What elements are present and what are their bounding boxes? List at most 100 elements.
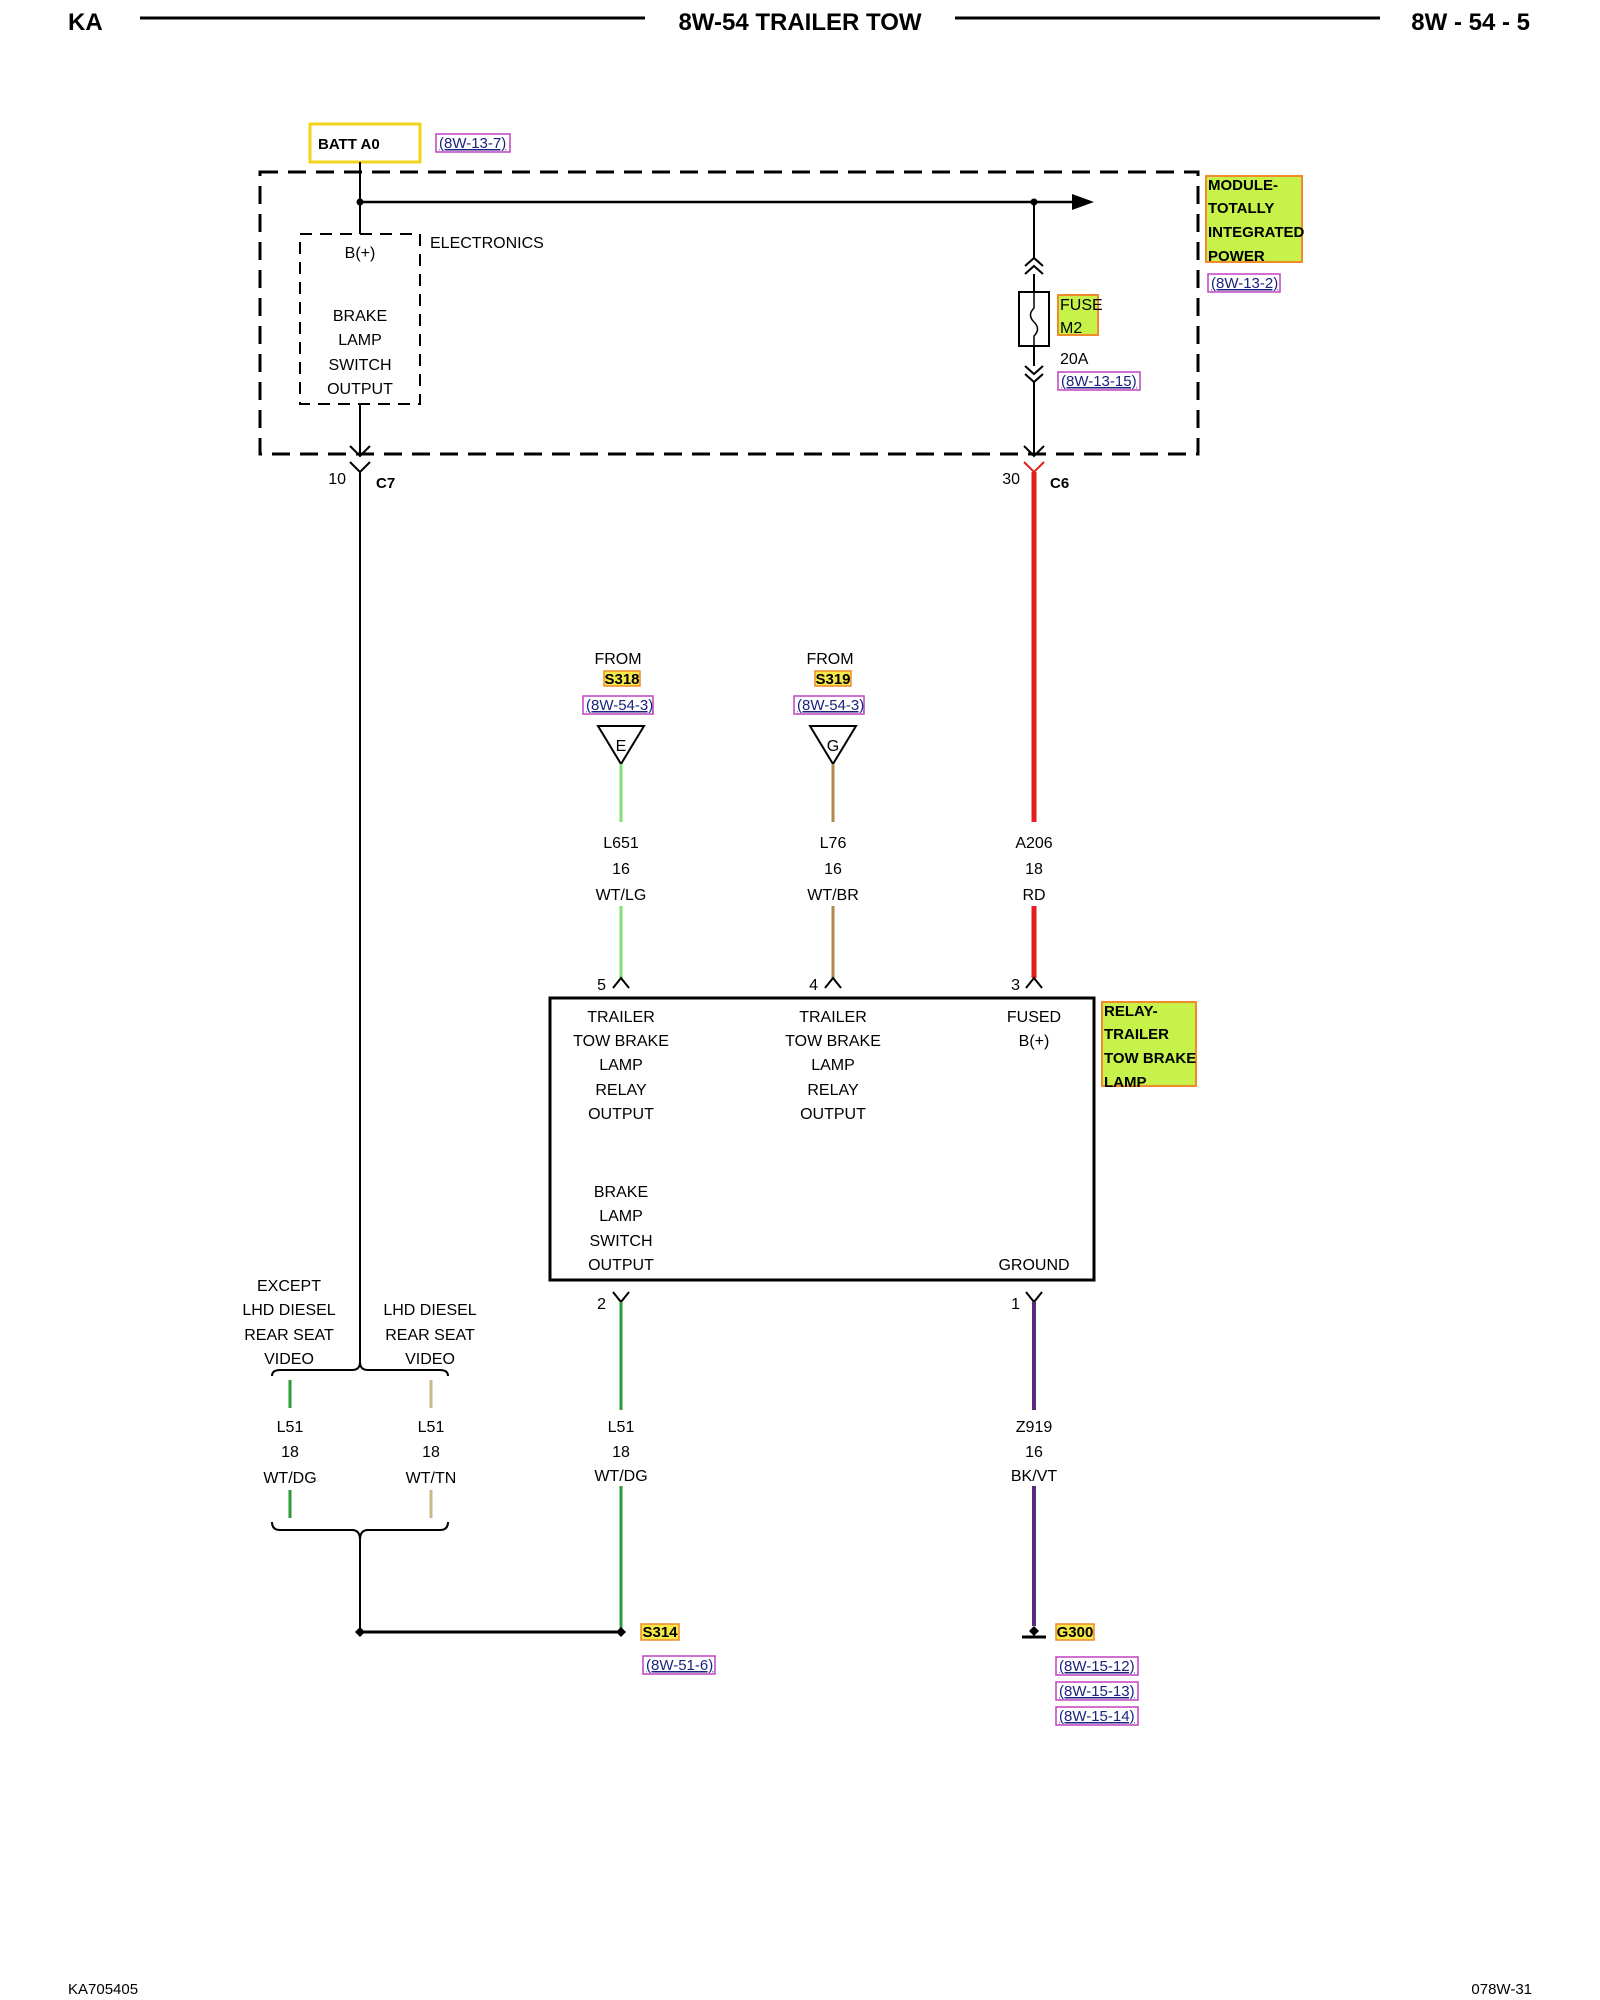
- electronics-line-3: LAMP: [338, 332, 382, 349]
- s318-ref-box[interactable]: [582, 695, 654, 715]
- footer-right: 078W-31: [1471, 1981, 1532, 1998]
- relay-pin3-number: 3: [1011, 977, 1020, 994]
- c7-pin-number: 10: [328, 471, 346, 488]
- batt-a0-label: BATT A0: [318, 136, 380, 153]
- fuse-name-line-1: FUSE: [1060, 297, 1103, 314]
- l76-gauge: 16: [824, 861, 842, 878]
- s314-splice-name: S314: [642, 1624, 678, 1641]
- g300-ref-link-2[interactable]: (8W-15-13): [1059, 1683, 1135, 1700]
- join-dot-left-icon: [355, 1627, 365, 1637]
- s318-from-label: FROM: [594, 651, 641, 668]
- s319-ref-box[interactable]: [793, 695, 865, 715]
- relay-pin2-terminal-icon: [612, 1291, 630, 1304]
- a206-gauge: 18: [1025, 861, 1043, 878]
- relay-name-line-1: RELAY-: [1104, 1003, 1158, 1020]
- g300-highlight: [1055, 1623, 1095, 1641]
- fuse-label-highlight: [1057, 294, 1099, 336]
- electronics-line-5: OUTPUT: [327, 381, 393, 398]
- g300-ref-link-3[interactable]: (8W-15-14): [1059, 1708, 1135, 1725]
- fuse-top-terminal-icon-2: [1024, 264, 1044, 275]
- s314-ref-box[interactable]: [642, 1655, 716, 1675]
- relay-pin2-desc-2: LAMP: [599, 1208, 643, 1225]
- fuse-rating: 20A: [1060, 351, 1089, 368]
- g300-ref-box-1[interactable]: [1055, 1656, 1139, 1676]
- c6-connector-name: C6: [1050, 475, 1069, 492]
- footer-left: KA705405: [68, 1981, 138, 1998]
- relay-pin4-desc-2: TOW BRAKE: [785, 1033, 881, 1050]
- lhd-option-line-1: LHD DIESEL: [383, 1302, 476, 1319]
- s318-ref-link[interactable]: (8W-54-3): [586, 697, 653, 714]
- s318-highlight: [603, 670, 641, 687]
- header-title: 8W-54 TRAILER TOW: [678, 9, 921, 36]
- relay-pin2-desc-3: SWITCH: [589, 1233, 652, 1250]
- s319-ref-link[interactable]: (8W-54-3): [797, 697, 864, 714]
- relay-pin2-number: 2: [597, 1296, 606, 1313]
- l51-except-gauge: 18: [281, 1444, 299, 1461]
- except-option-line-1: EXCEPT: [257, 1278, 321, 1295]
- relay-pin2-desc-4: OUTPUT: [588, 1257, 654, 1274]
- g300-ref-box-3[interactable]: [1055, 1706, 1139, 1726]
- relay-pin4-desc-4: RELAY: [807, 1082, 859, 1099]
- batt-ref-link[interactable]: (8W-13-7): [439, 135, 506, 152]
- fuse-name-line-2: M2: [1060, 320, 1082, 337]
- relay-pin2-desc-1: BRAKE: [594, 1184, 648, 1201]
- c7-terminal-icon: [349, 445, 371, 458]
- relay-pin4-number: 4: [809, 977, 818, 994]
- c7-connector-name: C7: [376, 475, 395, 492]
- l51-lhd-color: WT/TN: [406, 1470, 457, 1487]
- s319-from-label: FROM: [806, 651, 853, 668]
- relay-pin5-desc-1: TRAILER: [587, 1009, 655, 1026]
- electronics-label: ELECTRONICS: [430, 235, 544, 252]
- relay-pin3-desc-2: B(+): [1019, 1033, 1050, 1050]
- electronics-line-1: B(+): [345, 245, 376, 262]
- c6-terminal-icon: [1023, 445, 1045, 458]
- relay-name-line-2: TRAILER: [1104, 1026, 1169, 1043]
- lhd-option-line-2: REAR SEAT: [385, 1327, 475, 1344]
- c7-mate-icon: [349, 461, 371, 474]
- s318-feed-triangle-icon: [596, 725, 646, 766]
- s318-feed-letter: E: [616, 738, 627, 755]
- module-name-line-4: POWER: [1208, 248, 1265, 265]
- c6-mate-icon: [1023, 461, 1045, 474]
- l51-lhd-circuit: L51: [418, 1419, 445, 1436]
- l51-except-color: WT/DG: [263, 1470, 316, 1487]
- relay-pin5-desc-4: RELAY: [595, 1082, 647, 1099]
- s319-splice-name: S319: [815, 671, 850, 688]
- l51-except-circuit: L51: [277, 1419, 304, 1436]
- s319-feed-triangle-icon: [808, 725, 858, 766]
- batt-a0-box: [308, 122, 422, 164]
- module-name-line-2: TOTALLY: [1208, 200, 1274, 217]
- l76-circuit: L76: [820, 835, 847, 852]
- module-ref-box[interactable]: [1207, 273, 1281, 293]
- l51-main-circuit: L51: [608, 1419, 635, 1436]
- s318-splice-name: S318: [604, 671, 639, 688]
- relay-pin4-desc-1: TRAILER: [799, 1009, 867, 1026]
- c6-pin-number: 30: [1002, 471, 1020, 488]
- g300-ref-box-2[interactable]: [1055, 1681, 1139, 1701]
- s314-ref-link[interactable]: (8W-51-6): [646, 1657, 713, 1674]
- fuse-ref-link[interactable]: (8W-13-15): [1061, 373, 1137, 390]
- z919-gauge: 16: [1025, 1444, 1043, 1461]
- option-brace-lower-icon: [271, 1521, 449, 1541]
- module-name-line-1: MODULE-: [1208, 177, 1278, 194]
- l51-main-color: WT/DG: [594, 1468, 647, 1485]
- lhd-option-line-3: VIDEO: [405, 1351, 455, 1368]
- relay-pin5-terminal-icon: [612, 976, 630, 989]
- fuse-ref-box[interactable]: [1057, 371, 1141, 391]
- relay-pin3-terminal-icon: [1025, 976, 1043, 989]
- batt-ref-box[interactable]: [435, 133, 511, 153]
- module-ref-link[interactable]: (8W-13-2): [1211, 275, 1278, 292]
- l651-gauge: 16: [612, 861, 630, 878]
- relay-pin1-desc: GROUND: [998, 1257, 1069, 1274]
- s314-splice-dot-icon: [616, 1627, 626, 1637]
- s319-feed-letter: G: [827, 738, 839, 755]
- g300-ref-link-1[interactable]: (8W-15-12): [1059, 1658, 1135, 1675]
- tipm-module-boundary: [258, 170, 1200, 456]
- fuse-bottom-terminal-icon: [1024, 365, 1044, 376]
- fuse-top-terminal-icon: [1024, 256, 1044, 267]
- option-brace-upper-icon: [271, 1361, 449, 1377]
- a206-circuit: A206: [1015, 835, 1052, 852]
- s319-highlight: [814, 670, 852, 687]
